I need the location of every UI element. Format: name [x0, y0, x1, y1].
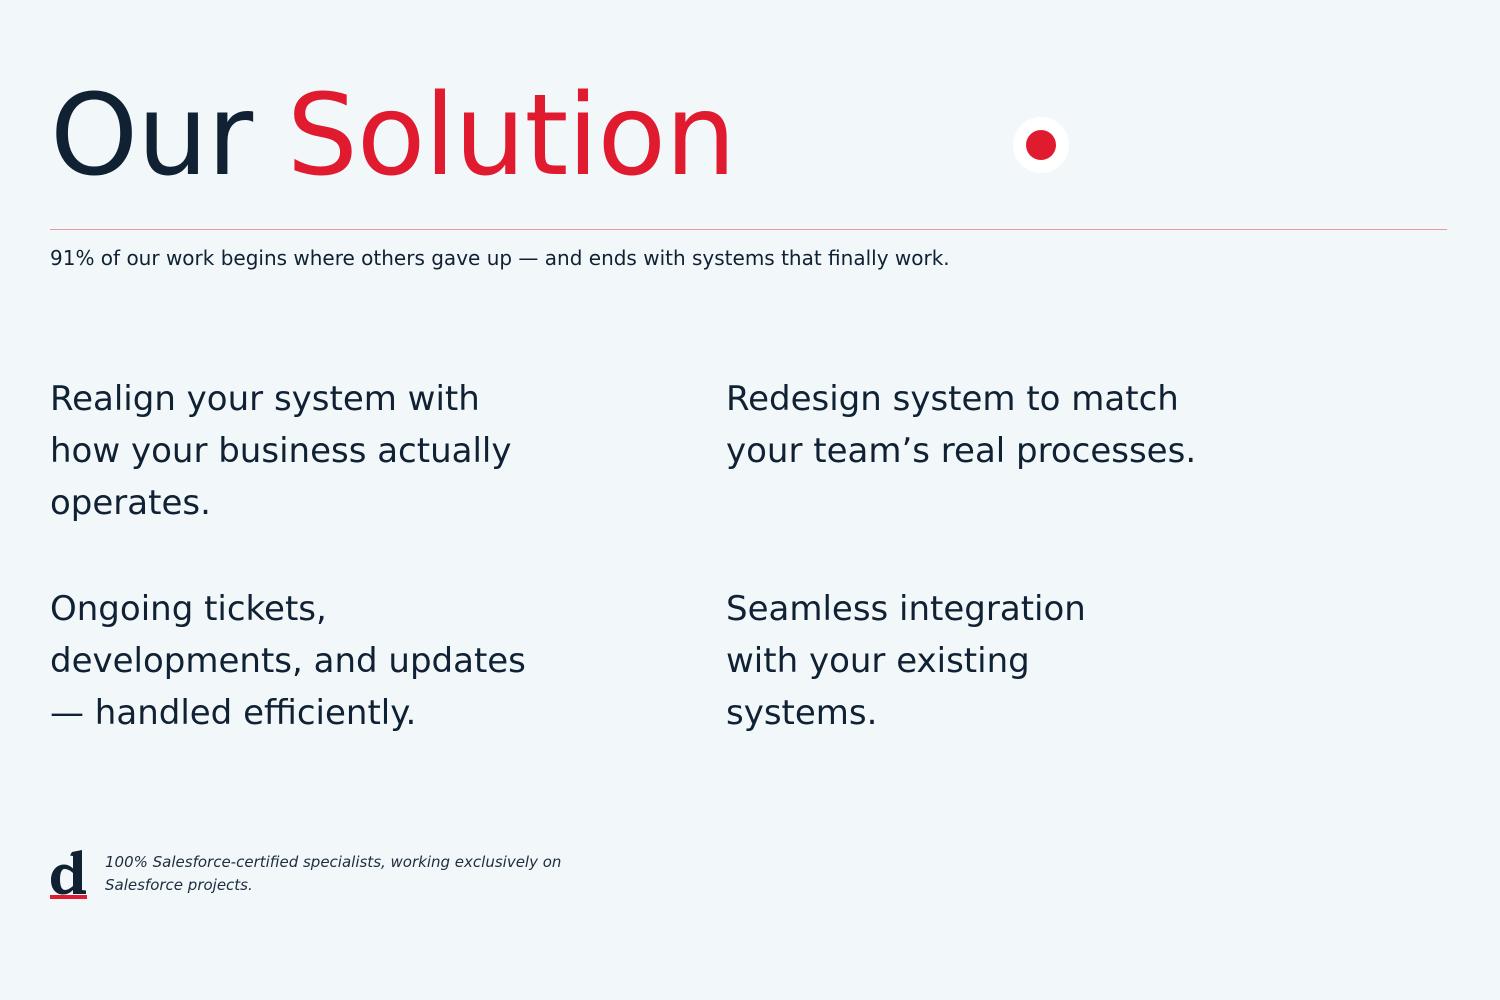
point-line: how your business actually: [50, 431, 512, 471]
solution-point-integration: Seamless integration with your existing sy…: [726, 583, 1246, 739]
letter-d-logo-icon: [50, 850, 87, 899]
page-subtitle: 91% of our work begins where others gave…: [50, 246, 950, 270]
footer: 100% Salesforce-certified specialists, w…: [50, 850, 650, 906]
point-line: your team’s real processes.: [726, 431, 1197, 471]
solution-point-redesign: Redesign system to match your team’s real…: [726, 373, 1246, 477]
note-line: Salesforce projects.: [105, 876, 253, 894]
point-line: Ongoing tickets,: [50, 589, 327, 629]
point-line: operates.: [50, 483, 211, 523]
record-dot-inner: [1026, 130, 1056, 160]
certification-note: 100% Salesforce-certified specialists, w…: [105, 851, 605, 897]
point-line: Realign your system with: [50, 379, 480, 419]
point-line: systems.: [726, 693, 878, 733]
note-line: 100% Salesforce-certified specialists, w…: [105, 853, 562, 871]
header-divider: [50, 229, 1447, 230]
solution-point-ongoing: Ongoing tickets, developments, and update…: [50, 583, 610, 739]
point-line: developments, and updates: [50, 641, 526, 681]
point-line: Seamless integration: [726, 589, 1086, 629]
record-dot-icon: [1013, 117, 1069, 173]
solution-point-realign: Realign your system with how your busines…: [50, 373, 610, 529]
title-word-our: Our: [50, 71, 253, 201]
page-title: Our Solution: [50, 71, 736, 201]
title-word-solution: Solution: [286, 71, 736, 201]
point-line: — handled efficiently.: [50, 693, 417, 733]
point-line: with your existing: [726, 641, 1030, 681]
point-line: Redesign system to match: [726, 379, 1179, 419]
